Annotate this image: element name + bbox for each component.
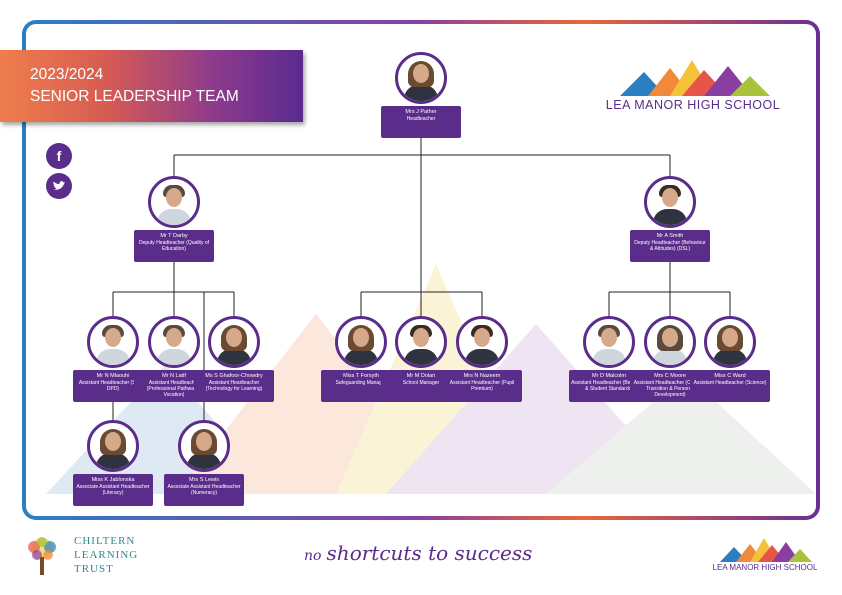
trust-name-line1: CHILTERN bbox=[74, 535, 136, 547]
school-motto: no shortcuts to success bbox=[304, 541, 544, 571]
person-role: Assistant Headteacher (Technology for Le… bbox=[205, 380, 263, 392]
person-role: Associate Assistant Headteacher (Literac… bbox=[76, 484, 150, 496]
staff-photo bbox=[644, 316, 696, 368]
deputy-nameplate: Mr A Smith Deputy Headteacher (Behaviour… bbox=[630, 230, 710, 262]
staff-nameplate: Miss C Ward Assistant Headteacher (Scien… bbox=[690, 370, 770, 402]
associate-photo bbox=[87, 420, 139, 472]
person-name: Mr N Latif bbox=[162, 373, 186, 379]
deputy-nameplate: Mr T Darby Deputy Headteacher (Quality o… bbox=[134, 230, 214, 262]
deputy-photo bbox=[644, 176, 696, 228]
tree-icon bbox=[28, 537, 56, 575]
person-name: Mr D Malcolm bbox=[592, 373, 626, 379]
person-name: Mrs N Nazeem bbox=[463, 373, 501, 379]
person-name: Miss T Forsyth bbox=[343, 373, 379, 379]
staff-photo bbox=[148, 316, 200, 368]
title-banner: 2023/2024 SENIOR LEADERSHIP TEAM bbox=[0, 50, 303, 122]
person-role: Assistant Headteacher (Professional Path… bbox=[146, 380, 202, 398]
person-name: Mr T Darby bbox=[160, 233, 188, 239]
person-name: Mr M Dolan bbox=[406, 373, 436, 379]
person-role: Assistant Headteacher (Behaviour & Stude… bbox=[571, 380, 647, 392]
person-role: Associate Assistant Headteacher (Numerac… bbox=[167, 484, 241, 496]
person-name: Miss C Ward bbox=[714, 373, 746, 379]
headteacher-nameplate: Mrs J Pather Headteacher bbox=[381, 106, 461, 138]
person-role: Assistant Headteacher (Science) bbox=[693, 380, 767, 386]
motto-prefix: no bbox=[304, 548, 322, 564]
staff-photo bbox=[87, 316, 139, 368]
person-role: Safeguarding Manager bbox=[335, 380, 387, 386]
associate-nameplate: Miss K Jablonska Associate Assistant Hea… bbox=[73, 474, 153, 506]
person-name: Ms S Ghafoor-Chowdry bbox=[205, 373, 263, 379]
person-role: Assistant Headteacher (Careers, Transiti… bbox=[633, 380, 707, 398]
person-role: Assistant Headteacher (Pupil Premium) bbox=[449, 380, 515, 392]
year-label: 2023/2024 bbox=[30, 66, 104, 83]
twitter-bird-icon bbox=[53, 181, 65, 190]
motto-main: shortcuts to success bbox=[326, 541, 533, 565]
staff-nameplate: Ms S Ghafoor-Chowdry Assistant Headteach… bbox=[194, 370, 274, 402]
person-name: Mrs J Pather bbox=[405, 109, 437, 115]
person-name: Mr N Mlaouhi bbox=[96, 373, 130, 379]
staff-photo bbox=[208, 316, 260, 368]
twitter-icon[interactable] bbox=[46, 173, 72, 199]
person-role: School Manager bbox=[402, 380, 440, 386]
person-name: Mrs S Lewis bbox=[189, 477, 219, 483]
deputy-photo bbox=[148, 176, 200, 228]
headteacher-photo bbox=[395, 52, 447, 104]
staff-photo bbox=[335, 316, 387, 368]
chiltern-trust-logo: CHILTERN LEARNING TRUST bbox=[22, 535, 142, 579]
trust-name-line3: TRUST bbox=[74, 563, 114, 575]
school-logo-top: LEA MANOR HIGH SCHOOL bbox=[600, 58, 786, 114]
trust-name-line2: LEARNING bbox=[74, 549, 139, 561]
person-role: Headteacher bbox=[406, 116, 436, 122]
staff-photo bbox=[395, 316, 447, 368]
staff-photo bbox=[704, 316, 756, 368]
person-name: Mr A Smith bbox=[656, 233, 684, 239]
associate-photo bbox=[178, 420, 230, 472]
person-role: Assistant Headteacher (SEN & DPD) bbox=[78, 380, 148, 392]
staff-nameplate: Mrs N Nazeem Assistant Headteacher (Pupi… bbox=[442, 370, 522, 402]
person-name: Mrs C Moore bbox=[654, 373, 686, 379]
associate-nameplate: Mrs S Lewis Associate Assistant Headteac… bbox=[164, 474, 244, 506]
school-logo-mountains-small bbox=[720, 538, 812, 562]
school-name-top: LEA MANOR HIGH SCHOOL bbox=[605, 98, 781, 112]
person-name: Miss K Jablonska bbox=[91, 477, 135, 483]
person-role: Deputy Headteacher (Behaviour & Attitude… bbox=[634, 240, 706, 252]
school-logo-mountains bbox=[620, 60, 770, 96]
facebook-icon[interactable]: f bbox=[46, 143, 72, 169]
staff-photo bbox=[456, 316, 508, 368]
person-role: Deputy Headteacher (Quality of Education… bbox=[138, 240, 210, 252]
school-logo-bottom: LEA MANOR HIGH SCHOOL bbox=[706, 537, 824, 575]
page-title: SENIOR LEADERSHIP TEAM bbox=[30, 88, 239, 105]
staff-photo bbox=[583, 316, 635, 368]
school-name-bottom: LEA MANOR HIGH SCHOOL bbox=[712, 563, 818, 572]
bg-mountain-grey bbox=[546, 374, 816, 494]
